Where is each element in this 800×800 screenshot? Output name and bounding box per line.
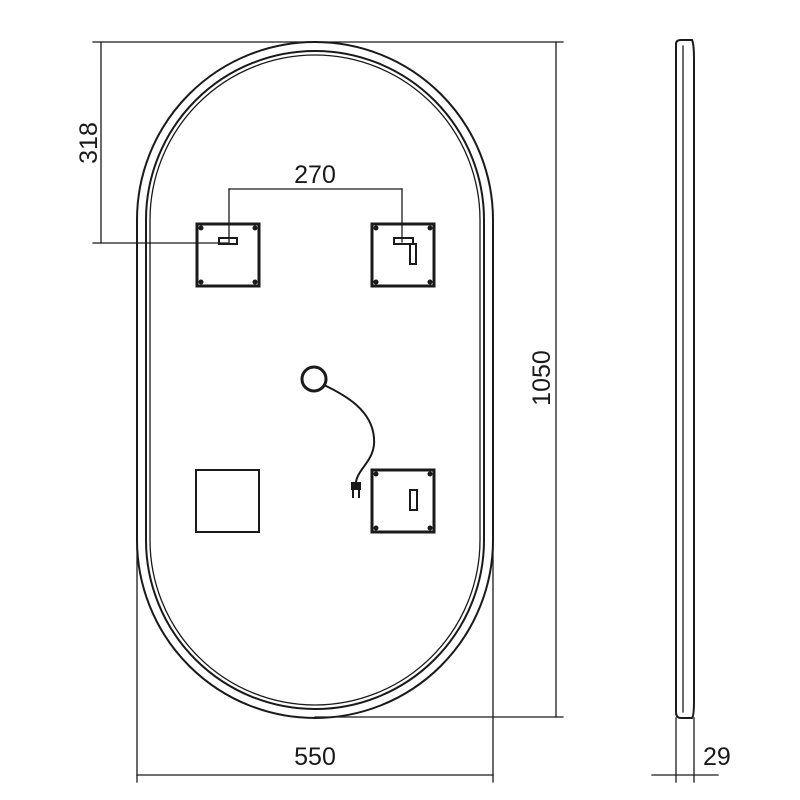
touch-sensor [300, 365, 376, 498]
plug-icon [351, 482, 361, 498]
mirror-side-view: 29 [651, 39, 731, 783]
power-cable [322, 383, 376, 484]
dimension-hanger-spacing: 270 [228, 161, 403, 243]
mirror-inner-outline-2 [149, 54, 481, 706]
dimension-total-height: 1050 [314, 41, 564, 718]
dimension-label-318: 318 [75, 122, 103, 164]
hanger-bracket-right [370, 222, 436, 288]
power-box [370, 468, 436, 534]
mounting-plate-blank [195, 469, 260, 533]
mirror-inner-outline [145, 50, 485, 710]
dimension-label-1050: 1050 [528, 350, 556, 406]
dimension-label-550: 550 [294, 743, 336, 771]
dimension-label-29: 29 [703, 743, 731, 771]
dimension-label-270: 270 [294, 161, 336, 189]
mirror-front-view [136, 41, 494, 719]
hanger-bracket-left [195, 222, 261, 288]
dimension-total-width: 550 [136, 429, 494, 783]
dimension-hanger-offset: 318 [75, 41, 316, 244]
mirror-outer-outline [136, 41, 494, 719]
